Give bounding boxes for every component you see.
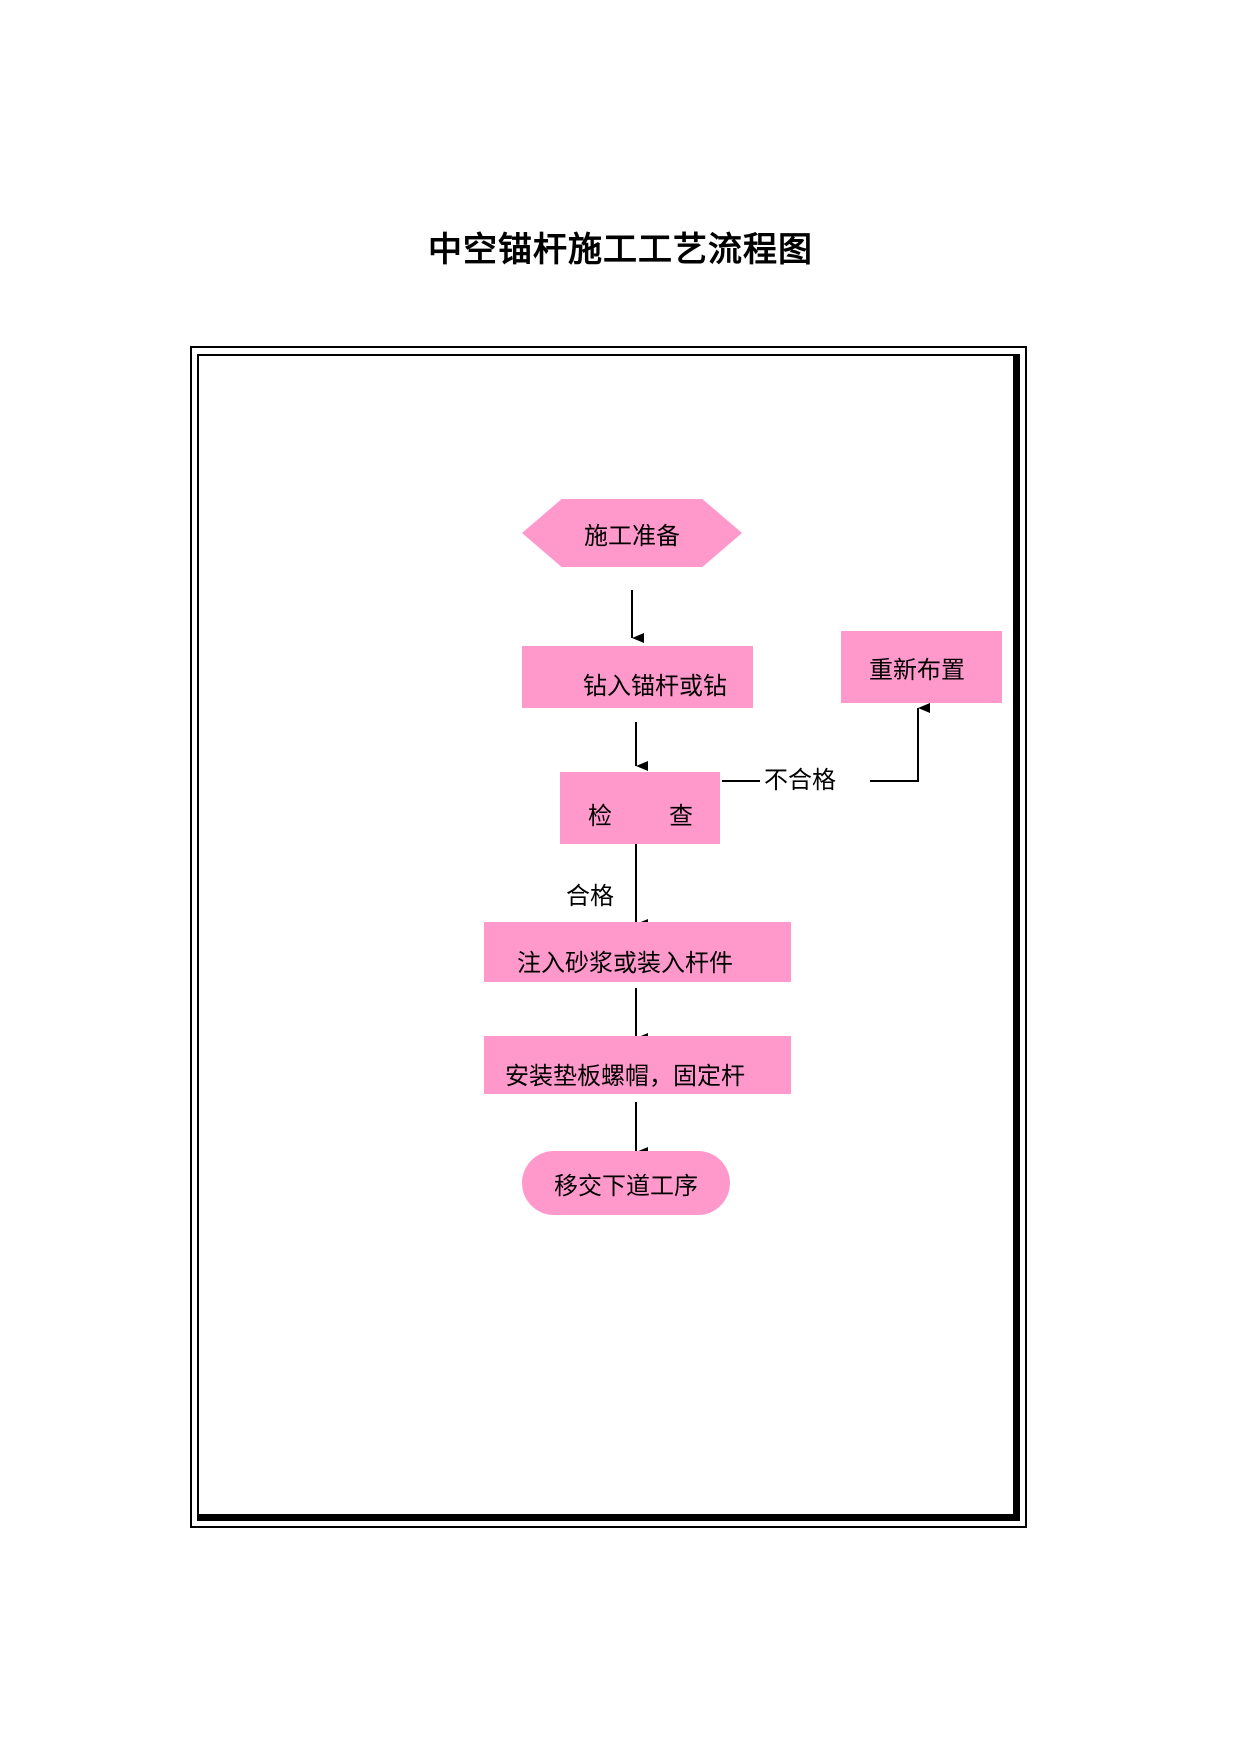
node-drill: 钻入锚杆或钻 (522, 646, 753, 708)
node-install: 安装垫板螺帽，固定杆 (484, 1036, 791, 1094)
page-title: 中空锚杆施工工艺流程图 (428, 230, 813, 270)
diagram-frame-outer (190, 346, 1027, 1528)
node-inspect-label-left: 检 (588, 802, 612, 830)
node-prepare-label: 施工准备 (584, 521, 680, 550)
node-rearrange-label: 重新布置 (869, 655, 965, 684)
node-rearrange: 重新布置 (841, 631, 1002, 703)
node-handover: 移交下道工序 (522, 1151, 730, 1215)
node-grout-label: 注入砂浆或装入杆件 (517, 948, 733, 977)
node-install-label: 安装垫板螺帽，固定杆 (505, 1061, 745, 1090)
label-fail: 不合格 (764, 766, 836, 794)
node-inspect-label-right: 查 (669, 802, 693, 830)
node-prepare: 施工准备 (522, 499, 742, 567)
node-drill-label: 钻入锚杆或钻 (583, 671, 727, 700)
arrow-fail-to-rearrange (870, 703, 930, 782)
node-grout: 注入砂浆或装入杆件 (484, 922, 791, 982)
node-handover-label: 移交下道工序 (554, 1171, 698, 1200)
diagram-frame-inner (197, 354, 1020, 1521)
node-inspect: 检 查 (560, 772, 720, 844)
label-pass: 合格 (566, 882, 620, 916)
